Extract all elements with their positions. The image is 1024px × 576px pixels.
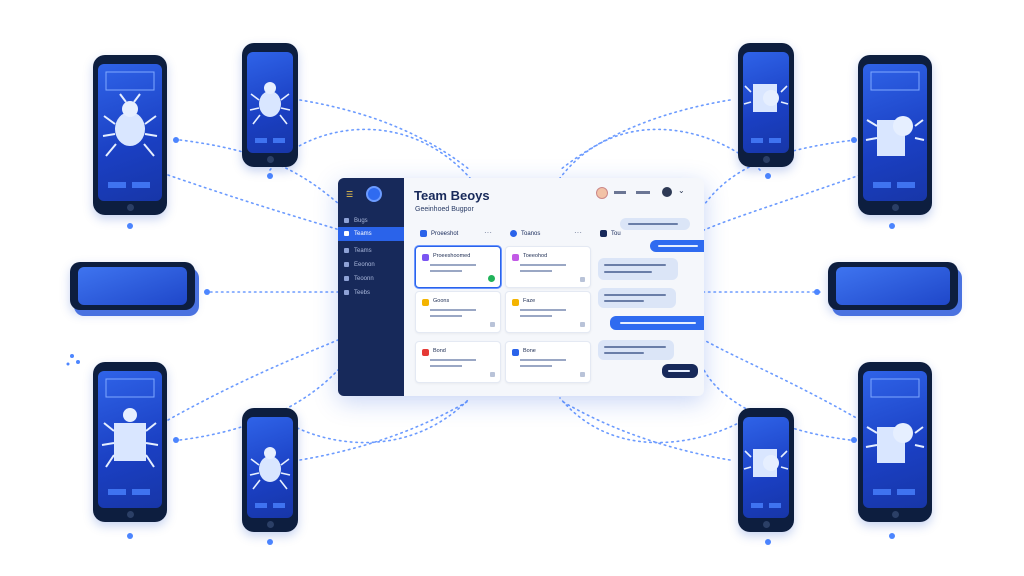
dashboard-window: ☰ Bugs Teams Teams Eeonon Teoonn Teebs T… [338,178,704,396]
phone-device [738,43,794,167]
item-icon [344,247,349,253]
item-icon [344,230,349,236]
item-icon [344,275,349,281]
avatar[interactable] [596,187,608,199]
user-icon[interactable] [662,187,672,197]
chat-message-incoming [598,288,676,308]
sidebar-item[interactable]: Teams [338,244,404,258]
item-icon [344,217,349,223]
bug-report-icon [743,449,789,508]
phone-device [738,408,794,532]
chat-message-outgoing [662,364,698,378]
column-header: Toanos [510,230,540,237]
task-icon [512,254,519,261]
page-title: Team Beoys [414,188,490,203]
checkbox-icon[interactable] [490,372,495,377]
status-icon [488,275,495,282]
task-card[interactable]: Bone [505,341,591,383]
task-icon [512,299,519,306]
task-icon [422,299,429,306]
sidebar-item-active[interactable]: Teams [338,227,404,241]
chat-header: Tou [600,230,621,237]
bug-icon [249,82,291,143]
bug-icon [102,71,158,188]
sidebar-item[interactable]: Eeonon [338,258,404,272]
logo [366,186,382,202]
phone-device [858,55,932,215]
bug-report-icon [743,84,789,143]
bug-icon [101,378,159,495]
sidebar-item[interactable]: Teebs [338,286,404,300]
toolbar-pill[interactable] [614,191,626,194]
phone-device [242,43,298,167]
task-card[interactable]: Toeeohod [505,246,591,288]
checkbox-icon[interactable] [490,322,495,327]
task-card[interactable]: Proeeshoomed [415,246,501,288]
more-icon[interactable]: ··· [484,228,492,237]
task-icon [512,349,519,356]
phone-device [242,408,298,532]
toolbar-pill[interactable] [636,191,650,194]
sidebar: ☰ Bugs Teams Teams Eeonon Teoonn Teebs [338,178,404,396]
task-card[interactable]: Bond [415,341,501,383]
phone-device [93,362,167,522]
bug-report-icon [865,71,925,188]
chat-message-outgoing [610,316,704,330]
bug-icon [249,447,291,508]
phone-device [93,55,167,215]
menu-icon[interactable]: ☰ [346,190,354,199]
task-icon [422,254,429,261]
checkbox-icon[interactable] [580,322,585,327]
more-icon[interactable]: ··· [574,228,582,237]
sidebar-item[interactable]: Teoonn [338,272,404,286]
column-icon [420,230,427,237]
item-icon [344,289,349,295]
chat-message-incoming [598,340,674,360]
chat-panel: Tou [596,216,704,386]
column-header: Proeeshot [420,230,458,237]
phone-device [70,262,195,310]
task-card[interactable]: Faze [505,291,591,333]
chevron-down-icon[interactable]: ⌄ [678,186,685,195]
task-card[interactable]: Goons [415,291,501,333]
chat-message-incoming [598,258,678,280]
bug-report-icon [865,378,925,495]
chat-icon [600,230,607,237]
chat-message-incoming [620,218,690,230]
task-icon [422,349,429,356]
page-subtitle: Geeinhoed Bugpor [415,206,474,213]
column-icon [510,230,517,237]
checkbox-icon[interactable] [580,372,585,377]
item-icon [344,261,349,267]
sidebar-item[interactable]: Bugs [338,214,404,228]
phone-device [858,362,932,522]
checkbox-icon[interactable] [580,277,585,282]
phone-device [828,262,958,310]
chat-message-outgoing [650,240,704,252]
